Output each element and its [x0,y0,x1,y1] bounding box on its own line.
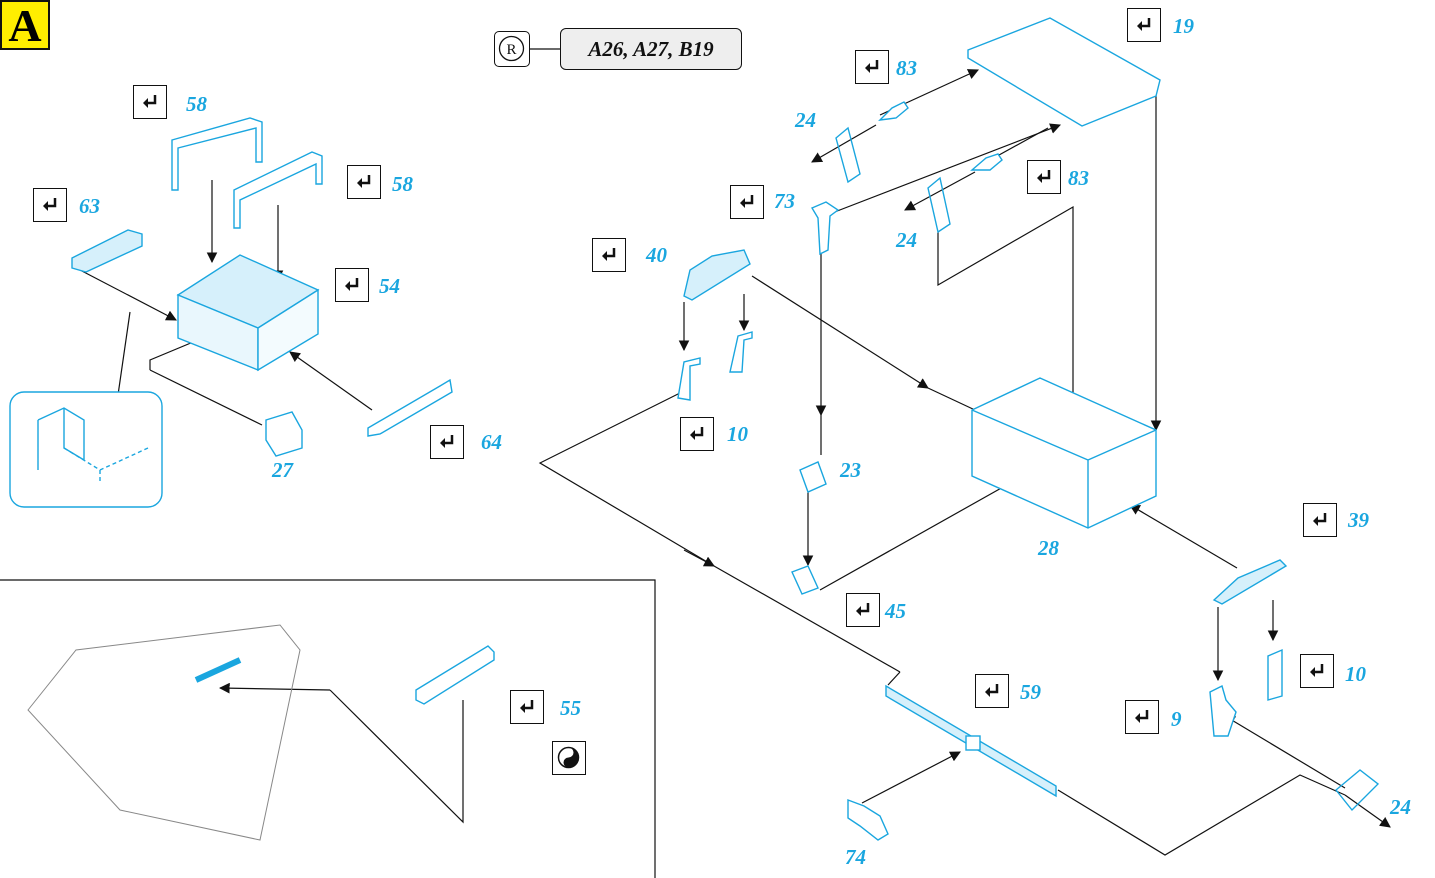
part-58-upper [171,117,263,191]
bend-arrow-icon [975,674,1009,708]
part-24-upper [835,126,861,184]
part-number: 58 [186,92,207,116]
part-10-right [1267,648,1283,701]
part-number: 28 [1038,536,1059,560]
bend-arrow-icon [855,50,889,84]
part-number: 58 [392,172,413,196]
part-number: 23 [840,458,861,482]
bend-arrow-icon [33,188,67,222]
part-74 [847,798,889,841]
reference-parts-label: A26, A27, B19 [560,28,742,70]
part-24-lower [1335,769,1380,812]
part-number: 39 [1348,508,1369,532]
bend-arrow-icon [592,238,626,272]
bend-arrow-icon [846,593,880,627]
part-number: 24 [1390,795,1411,819]
bend-arrow-icon [730,185,764,219]
part-number: 55 [560,696,581,720]
part-19 [967,17,1161,127]
bend-arrow-icon [1300,654,1334,688]
bend-arrow-icon [510,690,544,724]
part-10-left [677,357,701,401]
part-number: 10 [727,422,748,446]
part-number: 27 [272,458,293,482]
part-number: 45 [885,599,906,623]
bend-arrow-icon [1303,503,1337,537]
bend-arrow-icon [133,85,167,119]
part-number: 9 [1171,707,1182,731]
part-54-side [257,288,319,372]
part-number: 24 [896,228,917,252]
part-number: 83 [1068,166,1089,190]
part-58-lower [233,151,323,229]
part-28 [971,377,1157,529]
section-label: A [0,0,50,50]
part-10-left-b [729,331,753,373]
part-number: 40 [646,243,667,267]
part-39 [1212,559,1288,605]
part-83-lower [970,153,1003,171]
detail-inset [9,391,163,508]
part-27 [265,411,303,457]
part-59-fitting [965,735,981,751]
bend-arrow-icon [430,425,464,459]
part-number: 10 [1345,662,1366,686]
part-24-mid [927,176,951,234]
part-number: 54 [379,274,400,298]
part-83-upper [878,101,909,121]
part-number: 64 [481,430,502,454]
part-number: 73 [774,189,795,213]
part-45 [791,565,819,595]
bend-arrow-icon [680,417,714,451]
inset-aircraft [27,624,301,841]
part-number: 63 [79,194,100,218]
part-9 [1209,684,1237,737]
bend-arrow-icon [1027,160,1061,194]
part-23 [799,461,827,493]
registered-icon: R [494,31,530,67]
part-number: 24 [795,108,816,132]
part-number: 74 [845,845,866,869]
bend-arrow-icon [347,165,381,199]
part-number: 19 [1173,14,1194,38]
bend-arrow-icon [335,268,369,302]
part-number: 59 [1020,680,1041,704]
yin-yang-icon [552,741,586,775]
part-63 [71,229,143,273]
part-64 [367,378,453,437]
part-55 [415,645,495,705]
registered-letter: R [506,42,516,58]
part-number: 83 [896,56,917,80]
bend-arrow-icon [1127,8,1161,42]
bend-arrow-icon [1125,700,1159,734]
part-73 [810,201,840,256]
part-40 [683,249,751,301]
